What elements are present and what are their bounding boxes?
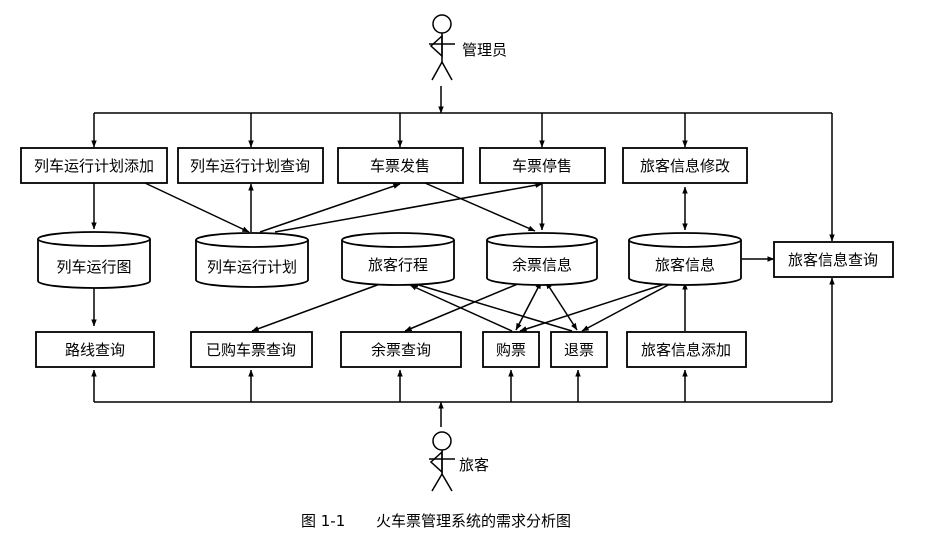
flow-info-to-refund	[581, 282, 673, 332]
label-bought-query: 已购车票查询	[206, 341, 296, 359]
label-passenger-add: 旅客信息添加	[641, 341, 731, 359]
label-ticket-sale: 车票发售	[370, 157, 430, 175]
box-passenger-add	[626, 331, 747, 368]
store-train-diagram	[37, 231, 151, 289]
admin-actor-icon	[429, 14, 455, 81]
label-route-query: 路线查询	[65, 341, 125, 359]
flow-buy-remain	[515, 281, 542, 331]
flow-plan-to-stop	[274, 182, 543, 233]
flow-sale-to-remain	[424, 182, 536, 232]
box-bought-query	[190, 331, 313, 368]
label-train-plan-add: 列车运行计划添加	[34, 157, 154, 175]
label-ticket-stop: 车票停售	[512, 157, 572, 175]
label-buy: 购票	[496, 341, 526, 359]
box-train-plan-query	[177, 147, 324, 184]
flow-trip-to-bought	[251, 283, 381, 332]
flow-plan-to-sale	[259, 183, 401, 233]
passenger-actor-icon	[429, 431, 455, 492]
store-remain-info	[486, 232, 598, 286]
passenger-label: 旅客	[459, 456, 489, 474]
flow-info-to-buy	[519, 282, 669, 332]
flow-refund-remain	[545, 281, 578, 331]
flow-remain-to-remain-query	[404, 282, 521, 332]
box-train-plan-add	[20, 147, 168, 184]
box-ticket-stop	[479, 147, 606, 184]
box-passenger-modify	[622, 147, 748, 184]
figure-title: 火车票管理系统的需求分析图	[376, 512, 571, 530]
label-passenger-modify: 旅客信息修改	[640, 157, 730, 175]
label-passenger-info: 旅客信息	[655, 256, 715, 274]
store-passenger-trip	[341, 232, 455, 286]
flow-refund-to-trip	[411, 282, 573, 332]
admin-label: 管理员	[462, 41, 507, 59]
label-passenger-trip: 旅客行程	[368, 256, 428, 274]
box-passenger-query	[773, 241, 894, 278]
label-passenger-query: 旅客信息查询	[788, 251, 878, 269]
box-refund	[550, 331, 608, 368]
store-passenger-info	[628, 232, 742, 286]
figure-number: 图 1-1	[301, 512, 345, 530]
store-train-plan	[195, 232, 309, 288]
label-train-diagram: 列车运行图	[56, 258, 131, 276]
label-remain-query: 余票查询	[371, 341, 431, 359]
box-route-query	[35, 331, 155, 368]
box-buy	[482, 331, 540, 368]
box-ticket-sale	[337, 147, 464, 184]
label-train-plan: 列车运行计划	[207, 258, 297, 276]
flow-buy-to-trip	[409, 284, 513, 332]
label-refund: 退票	[564, 341, 594, 359]
box-remain-query	[340, 331, 462, 368]
label-train-plan-query: 列车运行计划查询	[190, 157, 310, 175]
label-remain-info: 余票信息	[512, 256, 572, 274]
flow-add-to-plan	[144, 182, 250, 233]
